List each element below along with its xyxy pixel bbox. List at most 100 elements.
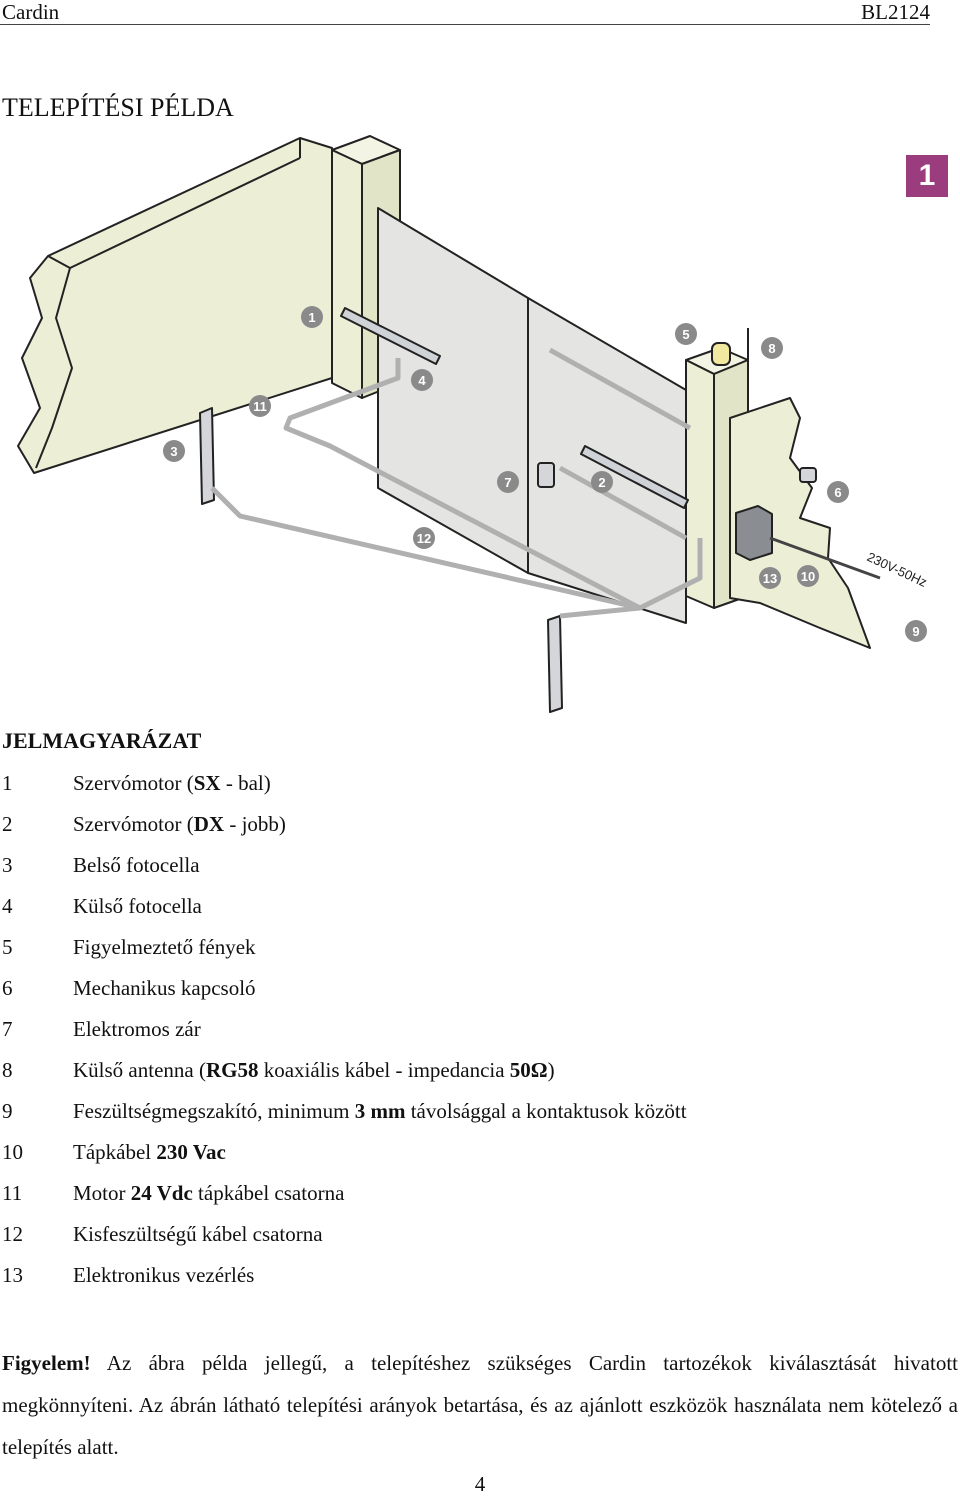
control-box — [735, 505, 773, 561]
callout-10: 10 — [797, 565, 819, 587]
photocell-post-right — [547, 615, 563, 713]
callout-1: 1 — [301, 306, 323, 328]
svg-text:7: 7 — [504, 475, 511, 490]
callout-9: 9 — [905, 620, 927, 642]
legend-item-emphasis: RG58 — [205, 1058, 259, 1082]
warning-note: Figyelem! Az ábra példa jellegű, a telep… — [2, 1342, 958, 1468]
callout-6: 6 — [827, 481, 849, 503]
legend-item-text: Szervómotor (DX - jobb) — [73, 809, 286, 839]
legend-item-text: Figyelmeztető fények — [73, 932, 256, 962]
legend-item-fragment: Motor — [73, 1181, 131, 1205]
legend-item-number: 12 — [2, 1222, 23, 1246]
legend-item-number: 9 — [2, 1099, 13, 1123]
legend-item-fragment: Tápkábel — [73, 1140, 157, 1164]
legend-item: 8 Külső antenna (RG58 koaxiális kábel - i… — [2, 1055, 932, 1096]
legend-item-number: 3 — [2, 853, 13, 877]
legend-item-fragment: tápkábel csatorna — [192, 1181, 345, 1205]
legend-item-fragment: Elektronikus vezérlés — [73, 1263, 255, 1287]
svg-text:2: 2 — [598, 475, 605, 490]
legend-item-emphasis: SX — [193, 771, 221, 795]
legend-item-fragment: Elektromos zár — [73, 1017, 201, 1041]
legend-item-text: Külső fotocella — [73, 891, 202, 921]
legend-item-number: 11 — [2, 1181, 23, 1205]
callout-4: 4 — [411, 369, 433, 391]
cable-conduit-12 — [210, 486, 641, 611]
svg-text:6: 6 — [834, 485, 841, 500]
legend-item-fragment: ) — [547, 1058, 555, 1082]
photocell-post-left — [199, 407, 215, 505]
legend-item-text: Elektromos zár — [73, 1014, 201, 1044]
legend-item: 12 Kisfeszültségű kábel csatorna — [2, 1219, 932, 1260]
callout-markers: 1 2 3 4 5 6 7 8 9 10 11 12 13 — [163, 306, 927, 642]
header-brand: Cardin — [2, 0, 60, 24]
svg-text:12: 12 — [417, 531, 431, 546]
mains-cable — [769, 536, 881, 580]
legend-item-emphasis: 3 mm — [354, 1099, 406, 1123]
svg-text:4: 4 — [418, 373, 426, 388]
legend-item: 1 Szervómotor (SX - bal) — [2, 768, 932, 809]
legend-item-fragment: koaxiális kábel - impedancia — [258, 1058, 510, 1082]
callout-8: 8 — [761, 337, 783, 359]
callout-2: 2 — [591, 471, 613, 493]
callout-11: 11 — [249, 395, 271, 417]
legend-item-fragment: Belső fotocella — [73, 853, 200, 877]
svg-text:3: 3 — [170, 444, 177, 459]
legend-item-number: 10 — [2, 1140, 23, 1164]
svg-text:5: 5 — [682, 327, 689, 342]
legend-item: 10 Tápkábel 230 Vac — [2, 1137, 932, 1178]
svg-text:9: 9 — [912, 624, 919, 639]
legend-item-number: 1 — [2, 771, 13, 795]
legend-item: 3 Belső fotocella — [2, 850, 932, 891]
warning-text: Az ábra példa jellegű, a telepítéshez sz… — [2, 1351, 958, 1459]
cable-conduit-11 — [283, 358, 703, 611]
legend-item-fragment: Figyelmeztető fények — [73, 935, 256, 959]
actuator-left — [340, 307, 441, 365]
svg-text:11: 11 — [253, 399, 267, 414]
legend-item-number: 8 — [2, 1058, 13, 1082]
legend-item-text: Tápkábel 230 Vac — [73, 1137, 226, 1167]
legend-item-emphasis: 50Ω — [509, 1058, 548, 1082]
legend-item-text: Mechanikus kapcsoló — [73, 973, 256, 1003]
figure-number-badge: 1 — [906, 155, 948, 197]
svg-text:13: 13 — [763, 571, 777, 586]
legend-title: JELMAGYARÁZAT — [2, 728, 202, 753]
legend-item-fragment: - jobb) — [224, 812, 286, 836]
legend-item: 4 Külső fotocella — [2, 891, 932, 932]
mechanical-switch — [799, 467, 817, 483]
callout-13: 13 — [759, 567, 781, 589]
legend-item-text: Kisfeszültségű kábel csatorna — [73, 1219, 323, 1249]
legend-item-fragment: Szervómotor ( — [73, 771, 194, 795]
legend-item-fragment: Feszültségmegszakító, minimum — [73, 1099, 355, 1123]
callout-12: 12 — [413, 527, 435, 549]
legend-item-fragment: távolsággal a kontaktusok között — [405, 1099, 687, 1123]
installation-illustration: 230V-50Hz 1 2 3 4 5 6 7 8 9 10 11 12 13 — [17, 135, 929, 713]
electric-lock — [537, 462, 555, 488]
legend-item-fragment: - bal) — [220, 771, 271, 795]
legend-item-text: Külső antenna (RG58 koaxiális kábel - im… — [73, 1055, 555, 1085]
legend-item-text: Belső fotocella — [73, 850, 200, 880]
page-title: TELEPÍTÉSI PÉLDA — [2, 93, 234, 122]
legend-item-number: 13 — [2, 1263, 23, 1287]
callout-7: 7 — [497, 471, 519, 493]
left-wall — [17, 137, 333, 474]
legend-item-emphasis: DX — [193, 812, 225, 836]
legend-item-number: 6 — [2, 976, 13, 1000]
legend-item: 13 Elektronikus vezérlés — [2, 1260, 932, 1301]
legend-item-emphasis: 230 Vac — [156, 1140, 226, 1164]
installation-diagram: 230V-50Hz 1 2 3 4 5 6 7 8 9 10 11 12 13 — [0, 128, 960, 713]
legend-item-number: 2 — [2, 812, 13, 836]
warning-light — [711, 342, 731, 366]
legend-item: 2 Szervómotor (DX - jobb) — [2, 809, 932, 850]
svg-text:8: 8 — [768, 341, 775, 356]
legend-item-fragment: Külső antenna ( — [73, 1058, 206, 1082]
legend-item-fragment: Szervómotor ( — [73, 812, 194, 836]
legend-item-fragment: Mechanikus kapcsoló — [73, 976, 256, 1000]
header-model: BL2124 — [861, 0, 930, 24]
callout-3: 3 — [163, 440, 185, 462]
legend-item-number: 4 — [2, 894, 13, 918]
legend-item: 6 Mechanikus kapcsoló — [2, 973, 932, 1014]
